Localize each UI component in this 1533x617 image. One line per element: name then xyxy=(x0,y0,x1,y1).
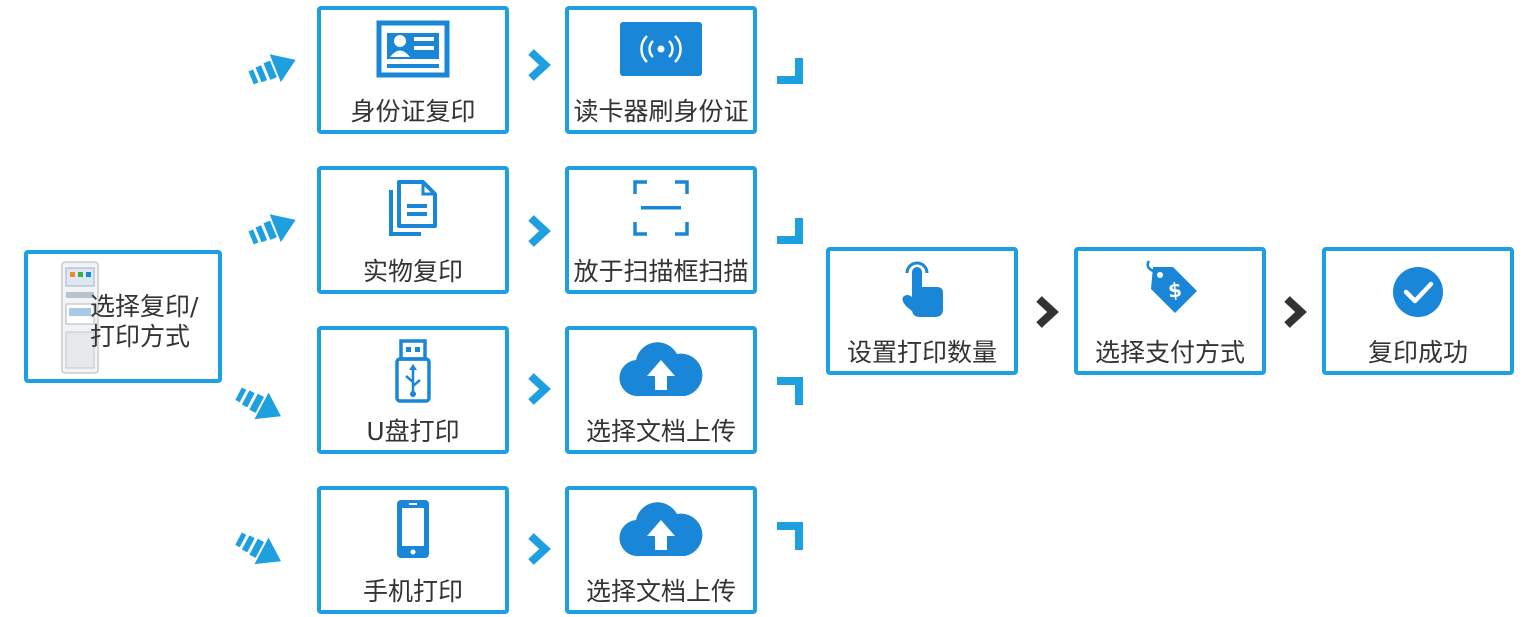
start-label: 选择复印/ 打印方式 xyxy=(90,292,220,352)
step-label-row3: 选择文档上传 xyxy=(585,417,736,446)
start-node: 选择复印/ 打印方式 xyxy=(24,250,222,383)
step-box-row3: 选择文档上传 xyxy=(565,326,757,454)
scan-frame-icon xyxy=(631,178,691,238)
mobile-phone-icon xyxy=(395,498,431,560)
step-box-row2: 放于扫描框扫描 xyxy=(565,166,757,294)
touch-hand-icon xyxy=(897,257,947,321)
final-step-label-1: 设置打印数量 xyxy=(846,338,997,367)
option-box-row1: 身份证复印 xyxy=(317,6,509,134)
triple-arrow-row3 xyxy=(232,385,292,425)
final-step-label-2: 选择支付方式 xyxy=(1094,338,1245,367)
option-label-row1: 身份证复印 xyxy=(350,97,476,126)
svg-text:$: $ xyxy=(1167,277,1183,302)
corner-arrow-down-row2 xyxy=(773,216,807,246)
step-box-row1: 读卡器刷身份证 xyxy=(565,6,757,134)
start-label-line1: 选择复印/ xyxy=(90,292,199,321)
corner-arrow-down-row1 xyxy=(773,56,807,86)
check-circle-icon xyxy=(1391,265,1445,319)
usb-drive-icon xyxy=(393,338,433,404)
nfc-reader-icon xyxy=(618,20,704,78)
price-tag-icon: $ xyxy=(1139,257,1201,319)
final-step-box-3: 复印成功 xyxy=(1322,247,1514,375)
id-card-icon xyxy=(376,20,450,78)
cloud-upload-icon xyxy=(619,502,703,558)
option-box-row3: U盘打印 xyxy=(317,326,509,454)
kiosk-machine-icon xyxy=(60,260,100,375)
option-label-row3: U盘打印 xyxy=(366,417,460,446)
step-label-row4: 选择文档上传 xyxy=(585,577,736,606)
chevron-right-icon-row1 xyxy=(525,48,553,82)
step-label-row2: 放于扫描框扫描 xyxy=(573,257,749,286)
chevron-right-icon-dark-2 xyxy=(1281,295,1309,329)
chevron-right-icon-dark-1 xyxy=(1033,295,1061,329)
option-label-row4: 手机打印 xyxy=(362,577,463,606)
triple-arrow-row2 xyxy=(245,208,301,248)
option-label-row2: 实物复印 xyxy=(362,257,463,286)
triple-arrow-row4 xyxy=(232,530,292,570)
final-step-box-1: 设置打印数量 xyxy=(826,247,1018,375)
chevron-right-icon-row2 xyxy=(525,214,553,248)
corner-arrow-up-row3 xyxy=(773,375,807,407)
chevron-right-icon-row3 xyxy=(525,372,553,406)
final-step-box-2: $ 选择支付方式 xyxy=(1074,247,1266,375)
option-box-row4: 手机打印 xyxy=(317,486,509,614)
triple-arrow-row1 xyxy=(245,48,301,88)
final-step-label-3: 复印成功 xyxy=(1367,338,1468,367)
step-label-row1: 读卡器刷身份证 xyxy=(573,97,749,126)
cloud-upload-icon xyxy=(619,342,703,398)
step-box-row4: 选择文档上传 xyxy=(565,486,757,614)
documents-icon xyxy=(385,178,441,240)
corner-arrow-up-row4 xyxy=(773,520,807,552)
chevron-right-icon-row4 xyxy=(525,532,553,566)
start-label-line2: 打印方式 xyxy=(90,322,191,351)
option-box-row2: 实物复印 xyxy=(317,166,509,294)
